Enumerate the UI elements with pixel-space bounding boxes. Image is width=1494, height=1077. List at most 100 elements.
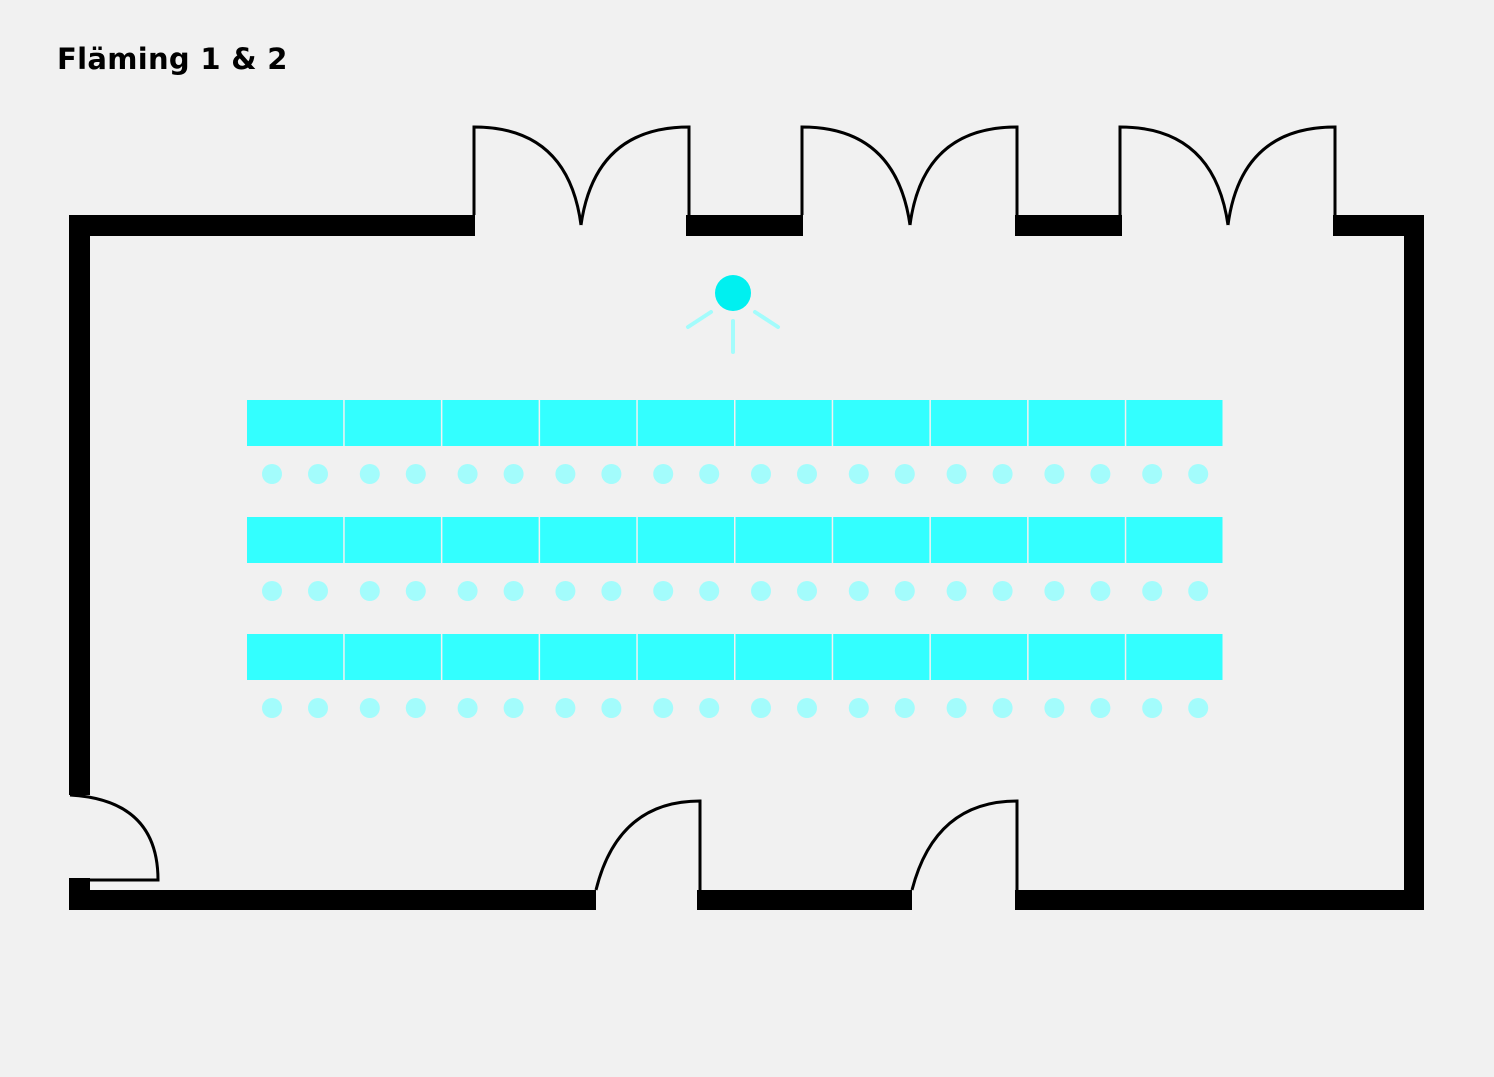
door-icon[interactable] (472, 125, 583, 226)
table (637, 400, 734, 446)
wall-right (1404, 215, 1424, 910)
table (1028, 517, 1125, 563)
tables (247, 400, 1223, 680)
table (247, 400, 344, 446)
table (833, 634, 930, 680)
seat (797, 464, 817, 484)
table (1028, 634, 1125, 680)
wall-left (69, 215, 90, 795)
door-icon[interactable] (1226, 125, 1337, 226)
table (1126, 517, 1223, 563)
speaker-icon (686, 275, 780, 354)
seat (848, 581, 869, 601)
seat (653, 581, 674, 601)
seat (1142, 698, 1163, 718)
seat (992, 698, 1013, 718)
table (930, 400, 1028, 446)
wall-bottom-left (69, 890, 596, 910)
wall-top-right (1333, 215, 1424, 236)
seat (262, 581, 282, 601)
seat (555, 464, 576, 484)
seat (359, 464, 380, 484)
seat (992, 464, 1013, 484)
seat (262, 464, 282, 484)
seat (848, 698, 869, 718)
doors (69, 125, 1337, 891)
seat (894, 581, 915, 601)
table (833, 400, 930, 446)
seat (1044, 698, 1065, 718)
door-icon[interactable] (1118, 125, 1230, 226)
seat (653, 698, 674, 718)
wall-bottom-right (1015, 890, 1424, 910)
seat (699, 464, 720, 484)
table (442, 634, 539, 680)
seats (262, 464, 1209, 718)
seat (797, 581, 817, 601)
table (1028, 400, 1125, 446)
table (833, 517, 930, 563)
speaker-head (715, 275, 751, 311)
seat (653, 464, 674, 484)
seat (1188, 698, 1209, 718)
seat (405, 581, 426, 601)
seat (503, 581, 524, 601)
seat (1090, 581, 1111, 601)
seat (894, 698, 915, 718)
seat (308, 698, 328, 718)
seat (457, 464, 478, 484)
table (247, 517, 344, 563)
seat (405, 698, 426, 718)
seat (503, 698, 524, 718)
seat (262, 698, 282, 718)
door-icon[interactable] (579, 125, 691, 226)
seat (457, 698, 478, 718)
seat (601, 464, 622, 484)
table (540, 634, 637, 680)
seat (1188, 581, 1209, 601)
seat (503, 464, 524, 484)
table (1126, 634, 1223, 680)
table (442, 400, 539, 446)
wall-top-mid-1 (686, 215, 803, 236)
seat (699, 698, 720, 718)
door-icon[interactable] (594, 799, 702, 891)
wall-bottom-mid (697, 890, 912, 910)
wall-top-left (69, 215, 475, 236)
table (344, 517, 441, 563)
table (930, 634, 1028, 680)
room-title: Fläming 1 & 2 (57, 42, 288, 76)
door-icon[interactable] (800, 125, 912, 226)
walls (69, 215, 1424, 910)
seat (751, 698, 771, 718)
seat (751, 581, 771, 601)
table (735, 400, 832, 446)
seat (1044, 581, 1065, 601)
seat (946, 464, 967, 484)
table (637, 517, 734, 563)
table (442, 517, 539, 563)
seat (848, 464, 869, 484)
wall-top-mid-2 (1015, 215, 1122, 236)
door-icon[interactable] (910, 799, 1019, 891)
seat (992, 581, 1013, 601)
table (540, 400, 637, 446)
table (637, 634, 734, 680)
seat (946, 698, 967, 718)
seat (359, 581, 380, 601)
speaker-ray (753, 310, 780, 329)
table (735, 634, 832, 680)
door-icon[interactable] (908, 125, 1019, 226)
table (344, 634, 441, 680)
door-icon[interactable] (69, 793, 160, 882)
table (540, 517, 637, 563)
seat (1044, 464, 1065, 484)
seat (555, 581, 576, 601)
seat (946, 581, 967, 601)
seat (308, 581, 328, 601)
seat (1090, 698, 1111, 718)
seat (699, 581, 720, 601)
seat (1188, 464, 1209, 484)
seat (797, 698, 817, 718)
